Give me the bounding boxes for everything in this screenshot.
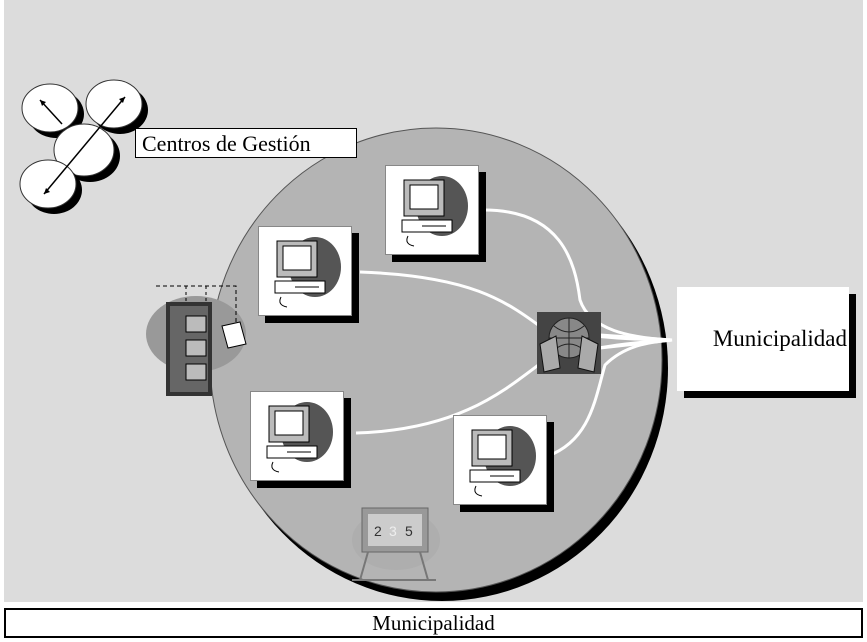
municipality-label: Municipalidad (712, 326, 847, 351)
computer-icon (469, 426, 536, 497)
computer-icon (274, 237, 341, 308)
footer-title-bar: Municipalidad (4, 608, 863, 638)
file-cabinet-icon (146, 285, 247, 396)
chalkboard-digit: 2 (374, 523, 382, 539)
computer-icon (266, 402, 333, 473)
workstation-right-lower (453, 415, 547, 505)
computer-icon (401, 176, 468, 247)
workstation-top (385, 165, 479, 255)
workstation-left-upper (258, 226, 352, 316)
connector-right-upper (483, 208, 673, 342)
network-hub-icon (537, 312, 601, 374)
connector-fan (599, 333, 673, 350)
municipality-box: Municipalidad (677, 287, 849, 391)
chalkboard-digit: 3 (389, 523, 397, 539)
management-centers-icon (19, 79, 148, 214)
workstation-left-lower (250, 391, 344, 481)
chalkboard-icon: 2 3 5 (352, 507, 440, 581)
management-centers-label: Centros de Gestión (135, 128, 357, 158)
chalkboard-digit: 5 (405, 523, 413, 539)
